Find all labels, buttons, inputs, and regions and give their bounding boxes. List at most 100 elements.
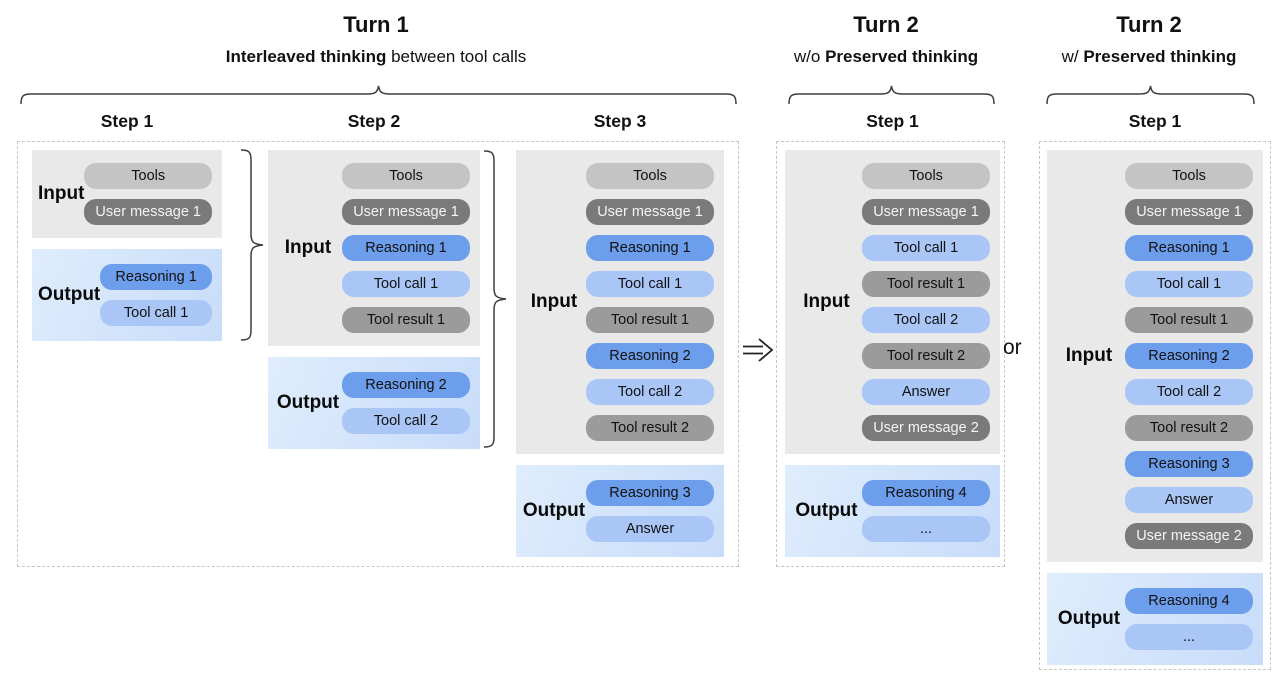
input-label: Input: [803, 291, 850, 312]
pill-reasoning: Reasoning 2: [1125, 343, 1253, 369]
turn1-header: Turn 1 Interleaved thinking between tool…: [20, 12, 732, 67]
pill-tools: Tools: [862, 163, 990, 189]
output-label: Output: [38, 284, 101, 305]
pill-reasoning: Reasoning 1: [586, 235, 714, 261]
output-pill-stack: Reasoning 4...: [862, 480, 990, 542]
turn1-brace: [20, 85, 737, 105]
pill-reasoning: Reasoning 2: [586, 343, 714, 369]
pill-toolresult: Tool result 2: [586, 415, 714, 441]
pill-reasoning: Reasoning 1: [100, 264, 212, 290]
step-label: Step 3: [593, 111, 647, 131]
pill-toolresult: Tool result 1: [342, 307, 470, 333]
output-pill-stack: Reasoning 1 Tool call 1: [100, 264, 212, 326]
output-pill-stack: Reasoning 4...: [1125, 588, 1253, 650]
pill-toolcall: Tool call 1: [586, 271, 714, 297]
turn2-wo-title: Turn 2: [853, 12, 919, 37]
double-arrow-right-icon: [743, 338, 774, 362]
pill-tools: Tools: [586, 163, 714, 189]
pill-answer: Answer: [586, 516, 714, 542]
pill-toolcall: Tool call 2: [586, 379, 714, 405]
pill-user: User message 1: [1125, 199, 1253, 225]
pill-reasoning: Reasoning 3: [586, 480, 714, 506]
pill-reasoning: Reasoning 1: [342, 235, 470, 261]
step-label: Step 1: [1128, 111, 1182, 131]
step2-to-step3-brace: [483, 150, 507, 448]
pill-ellipsis: ...: [1125, 624, 1253, 650]
pill-toolcall: Tool call 1: [862, 235, 990, 261]
turn2-w-brace: [1046, 85, 1255, 105]
turn2-wo-subtitle: w/o Preserved thinking: [793, 47, 979, 66]
turn2-w-header: Turn 2 w/ Preserved thinking: [1042, 12, 1256, 67]
turn2-w-title: Turn 2: [1116, 12, 1182, 37]
pill-reasoning: Reasoning 3: [1125, 451, 1253, 477]
pill-reasoning: Reasoning 4: [862, 480, 990, 506]
output-label: Output: [795, 500, 858, 521]
step1-to-step2-brace: [240, 149, 264, 341]
output-block: Output Reasoning 4...: [785, 465, 1000, 557]
input-label: Input: [1065, 345, 1113, 366]
output-pill-stack: Reasoning 2 Tool call 2: [342, 372, 470, 434]
input-label: Input: [38, 183, 85, 204]
turn1-steps-box: [17, 141, 739, 567]
output-label: Output: [276, 392, 340, 413]
output-pill-stack: Reasoning 3 Answer: [586, 480, 714, 542]
pill-reasoning: Reasoning 4: [1125, 588, 1253, 614]
pill-toolresult: Tool result 2: [1125, 415, 1253, 441]
turn1-title: Turn 1: [343, 12, 409, 37]
turn1-subtitle: Interleaved thinking between tool calls: [225, 47, 527, 66]
pill-user: User message 1: [862, 199, 990, 225]
pill-toolresult: Tool result 1: [1125, 307, 1253, 333]
pill-ellipsis: ...: [862, 516, 990, 542]
input-label: Input: [530, 291, 578, 312]
pill-tools: Tools: [1125, 163, 1253, 189]
pill-tools: Tools: [84, 163, 212, 189]
output-label: Output: [522, 500, 586, 521]
pill-user: User message 2: [862, 415, 990, 441]
turn2-wo-brace: [788, 85, 995, 105]
turn2-wo-header: Turn 2 w/o Preserved thinking: [776, 12, 996, 67]
step-label: Step 2: [347, 111, 401, 131]
step-label: Step 1: [100, 111, 154, 131]
pill-toolcall: Tool call 2: [342, 408, 470, 434]
step-label: Step 1: [866, 111, 919, 131]
pill-toolcall: Tool call 1: [342, 271, 470, 297]
pill-toolcall: Tool call 1: [100, 300, 212, 326]
pill-answer: Answer: [862, 379, 990, 405]
turn2-wo-box: [776, 141, 1005, 567]
output-block: Output Reasoning 3 Answer: [516, 465, 724, 557]
turn2-w-subtitle: w/ Preserved thinking: [1061, 47, 1237, 66]
pill-toolresult: Tool result 1: [862, 271, 990, 297]
output-block: Output Reasoning 1 Tool call 1: [32, 249, 222, 341]
pill-reasoning: Reasoning 1: [1125, 235, 1253, 261]
pill-user: User message 2: [1125, 523, 1253, 549]
pill-user: User message 1: [586, 199, 714, 225]
or-label: or: [1003, 336, 1022, 359]
pill-answer: Answer: [1125, 487, 1253, 513]
pill-toolcall: Tool call 1: [1125, 271, 1253, 297]
pill-tools: Tools: [342, 163, 470, 189]
pill-toolcall: Tool call 2: [862, 307, 990, 333]
pill-user: User message 1: [84, 199, 212, 225]
pill-toolresult: Tool result 2: [862, 343, 990, 369]
output-block: Output Reasoning 2 Tool call 2: [268, 357, 480, 449]
output-label: Output: [1057, 608, 1121, 629]
pill-reasoning: Reasoning 2: [342, 372, 470, 398]
pill-user: User message 1: [342, 199, 470, 225]
input-label: Input: [284, 237, 332, 258]
